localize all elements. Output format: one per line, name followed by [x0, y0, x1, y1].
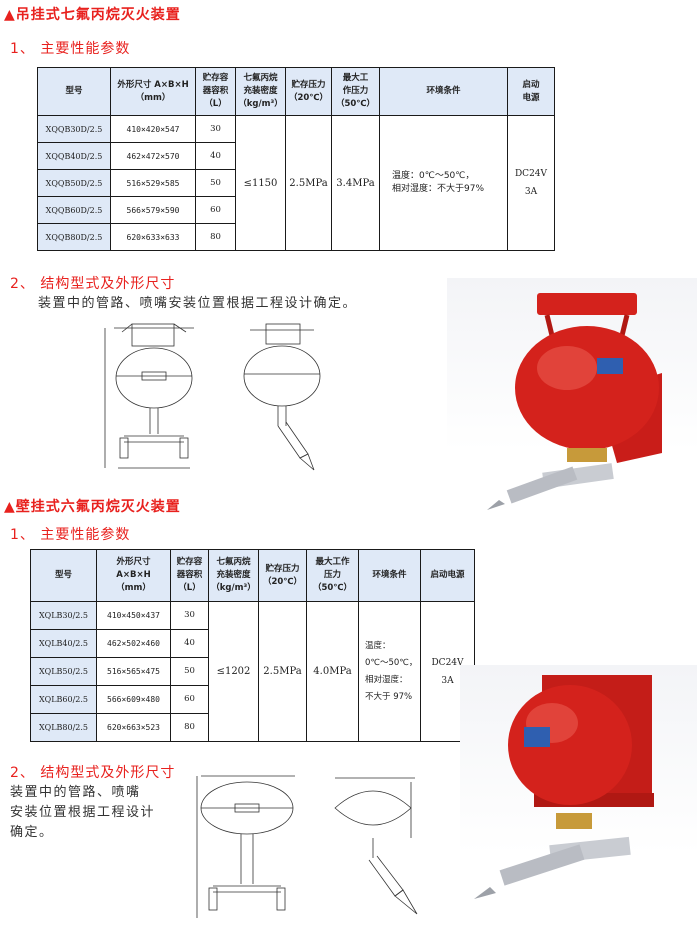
- model-cell: XQQB50D/2.5: [37, 169, 111, 197]
- model-cell: XQQB60D/2.5: [37, 196, 111, 224]
- model-cell: XQLB40/2.5: [30, 629, 97, 658]
- section2-technical-drawing: [196, 775, 418, 918]
- model-cell: XQLB50/2.5: [30, 657, 97, 686]
- table-row: XQQB40D/2.5 462×472×570 40: [37, 142, 555, 170]
- table-row: XQQB30D/2.5 410×420×547 30 ≤1150 2.5MPa …: [37, 115, 555, 251]
- volume-cell: 80: [195, 223, 236, 251]
- section2-title: ▲壁挂式六氟丙烷灭火装置: [4, 499, 181, 515]
- storage-pressure-cell: 2.5MPa: [285, 115, 332, 251]
- section1-structure-note: 装置中的管路、喷嘴安装位置根据工程设计确定。: [38, 296, 358, 311]
- section1-params-heading: 1、 主要性能参数: [10, 41, 131, 57]
- section2-structure-heading: 2、 结构型式及外形尺寸: [10, 765, 176, 781]
- header-environment: 环境条件: [379, 67, 508, 116]
- header-dimensions: 外形尺寸 A×B×H （mm）: [96, 549, 171, 602]
- max-pressure-cell: 4.0MPa: [306, 601, 359, 742]
- model-cell: XQLB80/2.5: [30, 713, 97, 742]
- table-row: XQLB60/2.5 566×609×480 60: [30, 685, 475, 714]
- dims-cell: 462×502×460: [96, 629, 171, 658]
- density-cell: ≤1150: [235, 115, 286, 251]
- section1-structure-heading: 2、 结构型式及外形尺寸: [10, 276, 176, 292]
- header-max-pressure: 最大工 作压力 （50℃）: [331, 67, 380, 116]
- dims-cell: 410×420×547: [110, 115, 196, 143]
- wall-mounted-extinguisher-image: [474, 675, 654, 899]
- header-dimensions: 外形尺寸 A×B×H （mm）: [110, 67, 196, 116]
- environment-cell: 温度： 0℃～50℃， 相对湿度： 不大于 97%: [358, 601, 421, 742]
- header-density: 七氟丙烷 充装密度 （kg/m³）: [235, 67, 286, 116]
- model-cell: XQQB30D/2.5: [37, 115, 111, 143]
- section2-product-photo: [460, 665, 697, 935]
- header-power: 启动 电源: [507, 67, 555, 116]
- header-environment: 环境条件: [358, 549, 421, 602]
- table-row: XQQB80D/2.5 620×633×633 80: [37, 223, 555, 251]
- dims-cell: 462×472×570: [110, 142, 196, 170]
- volume-cell: 60: [195, 196, 236, 224]
- table-row: XQLB40/2.5 462×502×460 40: [30, 629, 475, 658]
- table-row: XQLB80/2.5 620×663×523 80: [30, 713, 475, 742]
- section1-technical-drawing: [104, 323, 321, 471]
- header-volume: 贮存容 器容积 （L）: [170, 549, 209, 602]
- volume-cell: 30: [170, 601, 209, 630]
- volume-cell: 50: [170, 657, 209, 686]
- section1-product-photo: [447, 278, 697, 525]
- dims-cell: 516×565×475: [96, 657, 171, 686]
- dims-cell: 620×663×523: [96, 713, 171, 742]
- dims-cell: 516×529×585: [110, 169, 196, 197]
- model-cell: XQQB80D/2.5: [37, 223, 111, 251]
- environment-cell: 温度：0℃～50℃， 相对湿度：不大于97%: [379, 115, 508, 251]
- volume-cell: 40: [170, 629, 209, 658]
- table-row: XQQB50D/2.5 516×529×585 50: [37, 169, 555, 197]
- hanging-extinguisher-image: [487, 293, 662, 510]
- power-cell: DC24V 3A: [507, 115, 555, 251]
- header-volume: 贮存容 器容积 （L）: [195, 67, 236, 116]
- header-model: 型号: [30, 549, 97, 602]
- section2-structure-note: 装置中的管路、喷嘴 安装位置根据工程设计 确定。: [10, 785, 156, 840]
- section2-spec-table: 型号 外形尺寸 A×B×H （mm） 贮存容 器容积 （L） 七氟丙烷 充装密度…: [30, 549, 475, 742]
- header-power: 启动电源: [420, 549, 475, 602]
- header-max-pressure: 最大工作 压力 （50℃）: [306, 549, 359, 602]
- header-storage-pressure: 贮存压力 （20℃）: [258, 549, 307, 602]
- volume-cell: 80: [170, 713, 209, 742]
- section2-params-heading: 1、 主要性能参数: [10, 527, 131, 543]
- dims-cell: 620×633×633: [110, 223, 196, 251]
- dims-cell: 566×579×590: [110, 196, 196, 224]
- section1-title: ▲吊挂式七氟丙烷灭火装置: [4, 7, 181, 23]
- max-pressure-cell: 3.4MPa: [331, 115, 380, 251]
- model-cell: XQLB60/2.5: [30, 685, 97, 714]
- storage-pressure-cell: 2.5MPa: [258, 601, 307, 742]
- table-row: XQLB30/2.5 410×450×437 30 ≤1202 2.5MPa 4…: [30, 601, 475, 742]
- volume-cell: 30: [195, 115, 236, 143]
- volume-cell: 50: [195, 169, 236, 197]
- dims-cell: 410×450×437: [96, 601, 171, 630]
- volume-cell: 40: [195, 142, 236, 170]
- section1-spec-table: 型号 外形尺寸 A×B×H （mm） 贮存容 器容积 （L） 七氟丙烷 充装密度…: [37, 67, 555, 251]
- header-model: 型号: [37, 67, 111, 116]
- density-cell: ≤1202: [208, 601, 259, 742]
- header-density: 七氟丙烷 充装密度 （kg/m³）: [208, 549, 259, 602]
- header-storage-pressure: 贮存压力 （20℃）: [285, 67, 332, 116]
- volume-cell: 60: [170, 685, 209, 714]
- model-cell: XQQB40D/2.5: [37, 142, 111, 170]
- table-row: XQLB50/2.5 516×565×475 50: [30, 657, 475, 686]
- dims-cell: 566×609×480: [96, 685, 171, 714]
- model-cell: XQLB30/2.5: [30, 601, 97, 630]
